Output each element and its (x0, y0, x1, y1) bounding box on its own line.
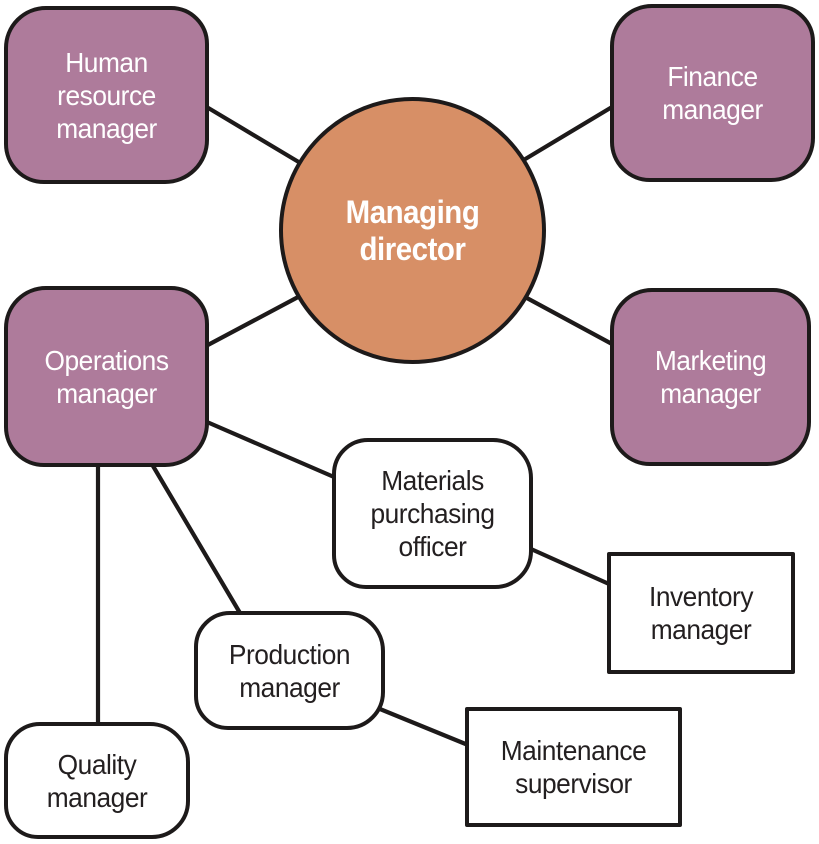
node-quality-manager: Quality manager (4, 722, 190, 839)
node-production-manager: Production manager (194, 611, 385, 730)
human-resource-manager-label: Human resource manager (56, 46, 157, 144)
node-finance-manager: Finance manager (610, 4, 815, 182)
node-marketing-manager: Marketing manager (610, 288, 811, 466)
finance-manager-label: Finance manager (662, 61, 763, 125)
edge-operations-director (203, 293, 303, 349)
edge-operations-production (150, 463, 243, 616)
managing-director-label: Managing director (345, 193, 480, 267)
node-inventory-manager: Inventory manager (607, 552, 795, 674)
node-maintenance-supervisor: Maintenance supervisor (465, 707, 682, 827)
marketing-manager-label: Marketing manager (654, 345, 767, 409)
node-materials-purchasing-officer: Materials purchasing officer (332, 438, 533, 589)
edge-materials-inventory (528, 546, 612, 587)
production-manager-label: Production manager (228, 638, 351, 703)
node-operations-manager: Operations manager (4, 286, 209, 467)
edge-hr-director (202, 103, 305, 167)
node-managing-director: Managing director (279, 97, 546, 364)
edge-marketing-director (522, 294, 615, 347)
materials-purchasing-officer-label: Materials purchasing officer (370, 465, 495, 562)
quality-manager-label: Quality manager (46, 748, 148, 813)
node-human-resource-manager: Human resource manager (4, 6, 209, 184)
operations-manager-label: Operations manager (44, 344, 169, 409)
edge-production-maintenance (372, 704, 471, 748)
edge-finance-director (519, 104, 615, 164)
maintenance-supervisor-label: Maintenance supervisor (500, 735, 647, 799)
inventory-manager-label: Inventory manager (648, 581, 754, 645)
edge-operations-materials (204, 419, 337, 480)
